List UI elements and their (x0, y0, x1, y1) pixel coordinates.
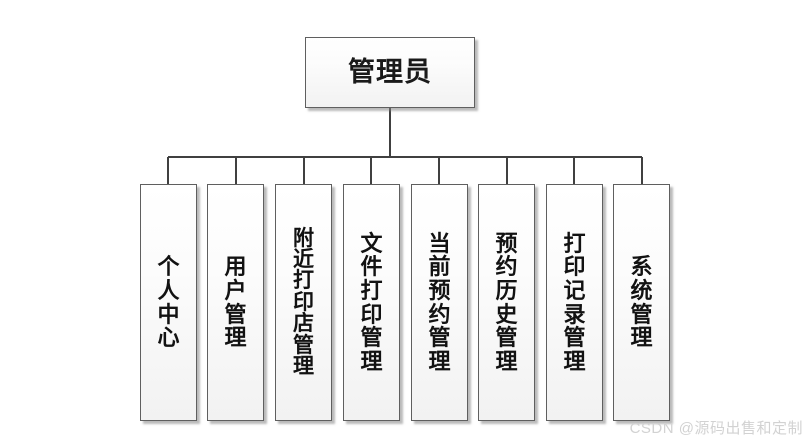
node-child-label-2: 用户管理 (224, 254, 247, 351)
node-child-user-management[interactable]: 用户管理 (207, 184, 264, 421)
node-child-label-5: 当前预约管理 (428, 230, 451, 374)
node-child-label-6: 预约历史管理 (495, 230, 518, 374)
node-child-system-management[interactable]: 系统管理 (613, 184, 670, 421)
node-child-file-print-management[interactable]: 文件打印管理 (343, 184, 400, 421)
node-child-label-3: 附近打印店管理 (293, 225, 314, 379)
node-child-label-4: 文件打印管理 (360, 230, 383, 374)
node-child-nearby-print-shop-management[interactable]: 附近打印店管理 (275, 184, 332, 421)
node-child-print-record-management[interactable]: 打印记录管理 (546, 184, 603, 421)
node-child-personal-center[interactable]: 个人中心 (140, 184, 197, 421)
watermark-text: CSDN @源码出售和定制 (629, 420, 803, 437)
node-root-label: 管理员 (348, 57, 432, 87)
node-child-current-reservation-management[interactable]: 当前预约管理 (411, 184, 468, 421)
node-root-administrator[interactable]: 管理员 (305, 37, 475, 108)
node-child-label-1: 个人中心 (157, 254, 180, 351)
node-child-label-8: 系统管理 (630, 254, 653, 351)
node-child-label-7: 打印记录管理 (563, 230, 586, 374)
node-child-reservation-history-management[interactable]: 预约历史管理 (478, 184, 535, 421)
